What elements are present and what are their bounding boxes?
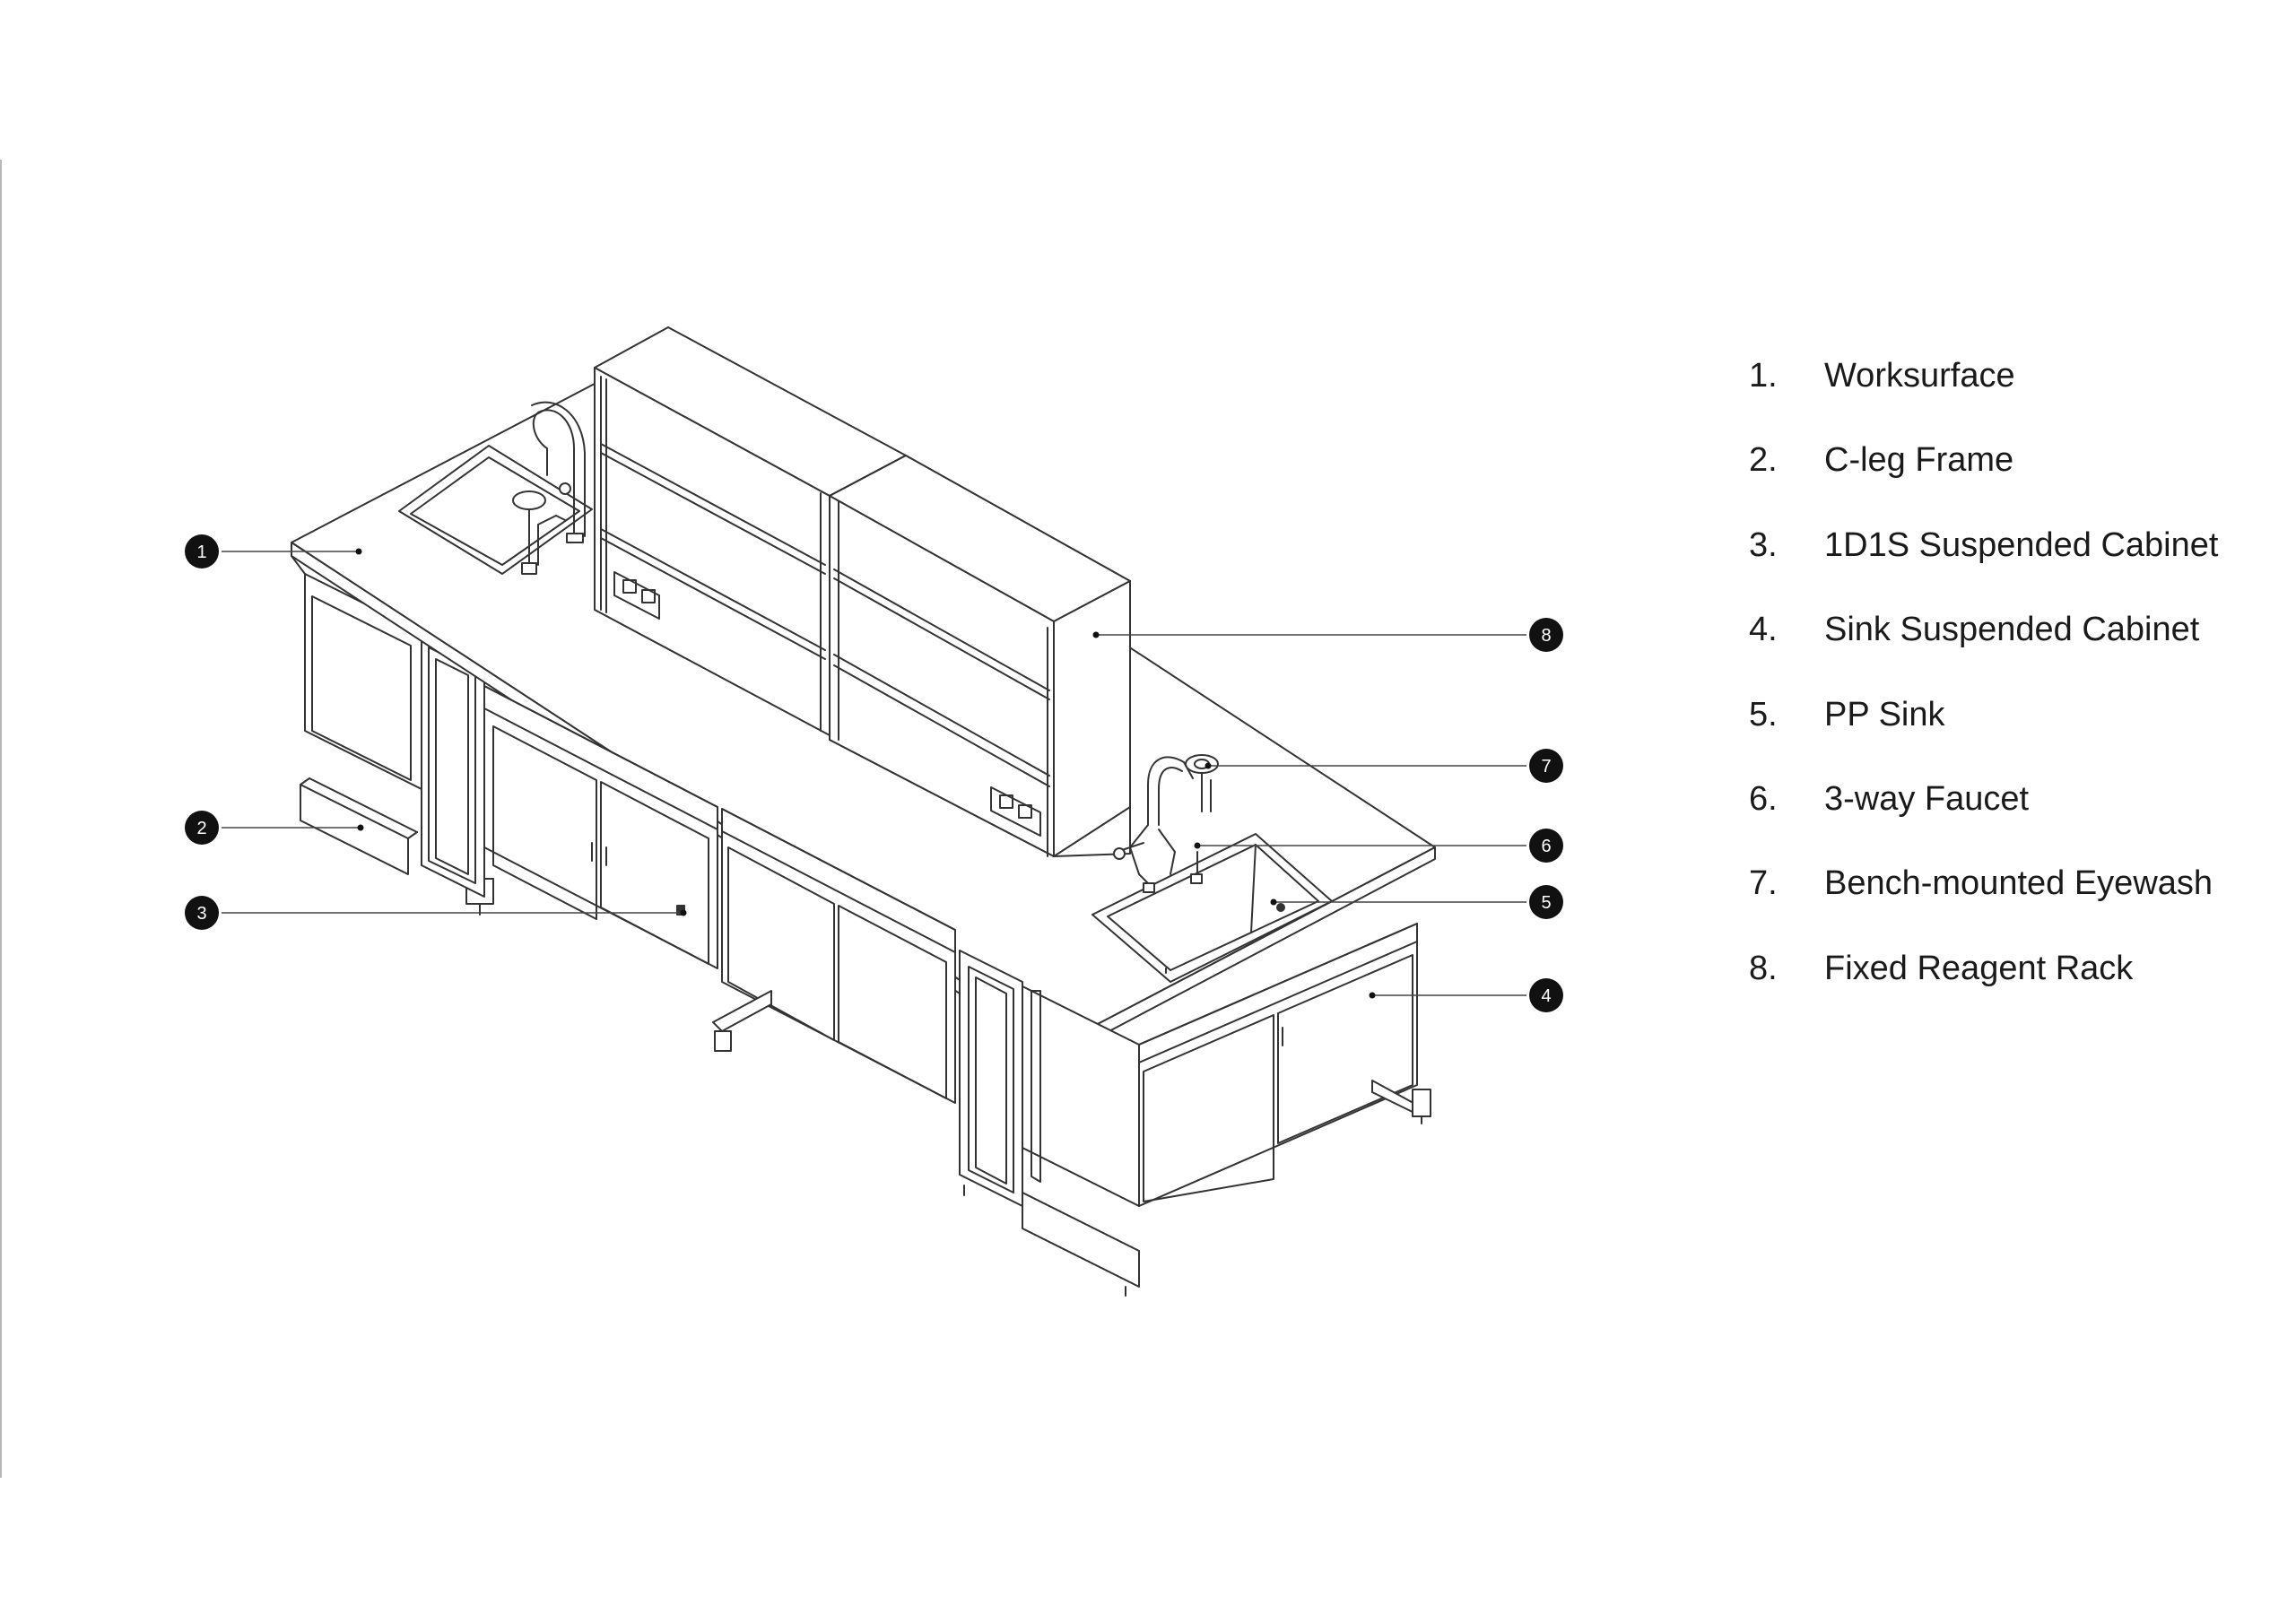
legend-item-1: 1. Worksurface (1749, 359, 2287, 443)
legend-item-5: 5. PP Sink (1749, 698, 2287, 782)
back-faucet (512, 401, 586, 575)
back-sink (398, 445, 593, 575)
legend-label: Sink Suspended Cabinet (1824, 611, 2200, 649)
callout-marker-5: 5 (1529, 885, 1563, 919)
legend-item-8: 8. Fixed Reagent Rack (1749, 951, 2287, 1036)
middle-c-leg (712, 990, 772, 1052)
callout-number-8: 8 (1541, 626, 1551, 646)
cabinet-1d1s-a (483, 685, 718, 969)
callout-marker-7: 7 (1529, 749, 1563, 783)
left-border-rule (0, 160, 2, 1478)
legend-item-4: 4. Sink Suspended Cabinet (1749, 612, 2287, 697)
callout-number-6: 6 (1541, 837, 1551, 856)
legend-number: 6. (1749, 779, 1778, 818)
callout-marker-4: 4 (1529, 978, 1563, 1012)
legend-number: 8. (1749, 949, 1778, 987)
leader-lines (222, 551, 1526, 996)
callout-number-3: 3 (196, 904, 206, 924)
legend-number: 2. (1749, 441, 1778, 480)
front-3way-faucet (1113, 756, 1203, 893)
legend-label: PP Sink (1824, 695, 1945, 733)
callout-number-5: 5 (1541, 893, 1551, 913)
callout-number-1: 1 (196, 542, 206, 562)
legend-label: Bench-mounted Eyewash (1824, 864, 2213, 903)
callout-marker-2: 2 (185, 811, 219, 845)
legend-label: Worksurface (1824, 357, 2015, 395)
legend-item-2: 2. C-leg Frame (1749, 443, 2287, 527)
legend-item-3: 3. 1D1S Suspended Cabinet (1749, 528, 2287, 612)
legend-label: C-leg Frame (1824, 441, 2014, 480)
legend-number: 7. (1749, 864, 1778, 903)
legend-item-7: 7. Bench-mounted Eyewash (1749, 866, 2287, 950)
callout-number-4: 4 (1541, 986, 1551, 1006)
legend-item-6: 6. 3-way Faucet (1749, 782, 2287, 866)
center-c-leg-post (959, 950, 1023, 1207)
sink-suspended-cabinet (1022, 923, 1418, 1207)
legend-label: 3-way Faucet (1824, 779, 2030, 818)
right-c-leg-frame (1022, 1080, 1431, 1297)
callout-marker-6: 6 (1529, 829, 1563, 863)
parts-legend: 1. Worksurface 2. C-leg Frame 3. 1D1S Su… (1749, 359, 2287, 1036)
legend-number: 1. (1749, 357, 1778, 395)
callout-number-2: 2 (196, 819, 206, 838)
front-eyewash (1185, 754, 1219, 812)
callout-marker-1: 1 (185, 534, 219, 568)
front-pp-sink (1091, 833, 1333, 983)
callout-marker-8: 8 (1529, 618, 1563, 652)
leader-dots (355, 548, 1376, 999)
legend-number: 3. (1749, 525, 1778, 564)
callout-marker-3: 3 (185, 896, 219, 930)
fixed-reagent-rack (594, 326, 1131, 857)
cabinet-1d1s-b (721, 808, 956, 1104)
legend-number: 5. (1749, 695, 1778, 733)
callout-number-7: 7 (1541, 757, 1551, 777)
legend-label: Fixed Reagent Rack (1824, 949, 2134, 987)
legend-label: 1D1S Suspended Cabinet (1824, 525, 2219, 564)
legend-number: 4. (1749, 611, 1778, 649)
